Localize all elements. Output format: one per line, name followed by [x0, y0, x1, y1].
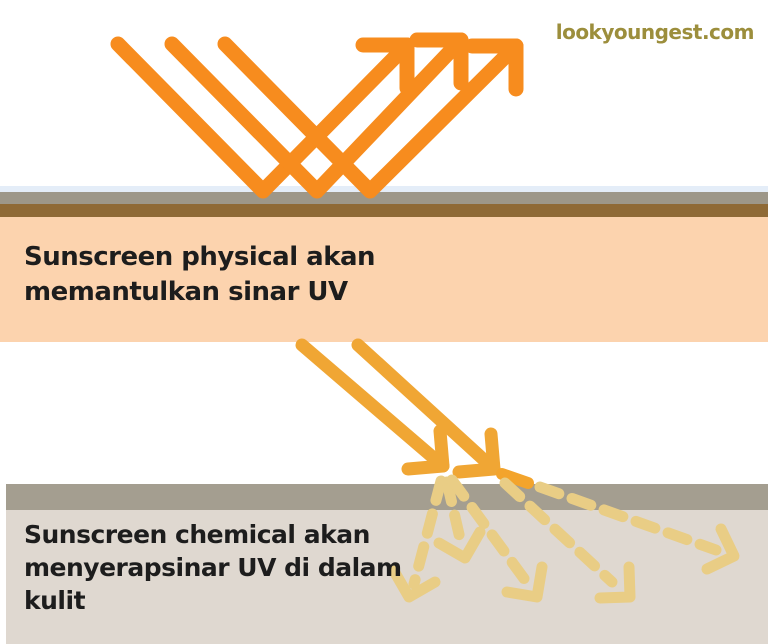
- reflected-uv-rays-icon: [110, 32, 524, 199]
- incident-uv-rays-icon: [295, 338, 501, 479]
- chemical-caption-line2: menyerapsinar UV di dalam: [24, 553, 402, 582]
- absorbed-uv-bright-dash-icon: [496, 468, 534, 489]
- absorbed-uv-dashed-rays-icon: [388, 474, 740, 604]
- physical-sunscreen-caption: Sunscreen physical akan memantulkan sina…: [24, 240, 376, 310]
- chemical-sunscreen-caption: Sunscreen chemical akan menyerapsinar UV…: [24, 518, 402, 617]
- skin-surface-bar-bottom: [6, 484, 768, 510]
- skin-surface-bar-top: [0, 192, 768, 204]
- inner-skin-panel: [6, 510, 768, 644]
- watermark-text: lookyoungest.com: [555, 20, 755, 44]
- chemical-caption-line3: kulit: [24, 586, 86, 615]
- skin-brown-layer: [0, 204, 768, 217]
- physical-caption-line2: memantulkan sinar UV: [24, 277, 348, 307]
- chemical-caption-line1: Sunscreen chemical akan: [24, 520, 370, 549]
- sunscreen-film-layer: [0, 186, 768, 192]
- physical-label-band: [0, 217, 768, 342]
- physical-caption-line1: Sunscreen physical akan: [24, 242, 376, 272]
